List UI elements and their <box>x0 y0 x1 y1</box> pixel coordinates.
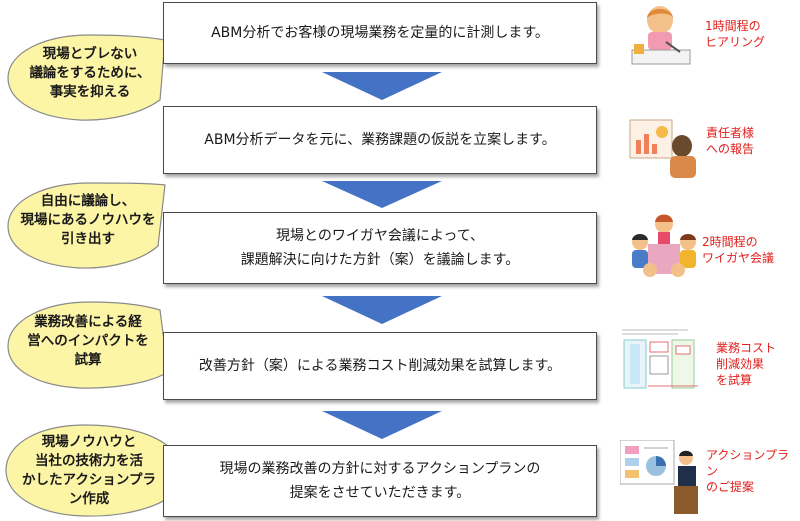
step-text: ABM分析データを元に、業務課題の仮説を立案します。 <box>204 132 556 148</box>
arrow-shape <box>322 296 442 324</box>
step-text: 現場とのワイガヤ会議によって、 <box>275 228 485 244</box>
down-arrow-2 <box>322 181 442 208</box>
bubble-line: 現場とブレない <box>42 46 138 62</box>
side-label-1: 1時間程の ヒアリング <box>705 18 765 50</box>
step-text: 改善方針（案）による業務コスト削減効果を試算します。 <box>198 358 562 374</box>
arrow-shape <box>322 411 442 439</box>
bubble-text-2: 自由に議論し、 現場にあるノウハウを 引き出す <box>18 192 158 249</box>
bubble-line: 事実を抑える <box>49 84 131 100</box>
bubble-line: かしたアクションプラ <box>22 472 156 488</box>
down-arrow-4 <box>322 411 442 439</box>
side-label-5: アクションプラン のご提案 <box>706 447 800 495</box>
side-label-line: ヒアリング <box>705 35 766 49</box>
side-label-2: 責任者様 への報告 <box>706 125 754 157</box>
speech-bubble-1 <box>7 34 166 121</box>
bubble-line: 議論をするために、 <box>29 65 151 81</box>
bubble-text-1: 現場とブレない 議論をするために、 事実を抑える <box>20 45 160 102</box>
arrow-shape <box>322 72 442 100</box>
down-arrow-3 <box>322 296 442 324</box>
bubble-line: ン作成 <box>68 491 110 507</box>
down-arrow-1 <box>322 72 442 100</box>
side-label-line: アクションプラン <box>706 448 790 478</box>
side-label-line: 責任者様 <box>706 126 755 140</box>
bubble-line: 引き出す <box>61 231 115 247</box>
side-label-line: 1時間程の <box>705 19 761 33</box>
bubble-text-4: 現場ノウハウと 当社の技術力を活 かしたアクションプラ ン作成 <box>14 433 164 509</box>
report-meeting-illustration <box>629 119 696 178</box>
speech-bubble-2 <box>7 182 166 269</box>
bubble-text-3: 業務改善による経 営へのインパクトを 試算 <box>18 313 158 370</box>
group-meeting-illustration <box>632 214 696 277</box>
step-text: 課題解決に向けた方針（案）を議論します。 <box>240 252 520 268</box>
arrow-shape <box>322 181 442 208</box>
step-box-5: 現場の業務改善の方針に対するアクションプランの 提案をさせていただきます。 <box>163 445 597 517</box>
bubble-line: 営へのインパクトを <box>27 333 149 349</box>
side-label-3: 2時間程の ワイガヤ会議 <box>702 234 774 266</box>
bubble-line: 現場にあるノウハウを <box>20 212 156 228</box>
speech-bubble-3 <box>7 301 169 389</box>
cost-document-illustration <box>618 326 708 396</box>
speech-bubble-4 <box>5 424 173 517</box>
bubble-line: 当社の技術力を活 <box>35 453 143 469</box>
step-text: 現場の業務改善の方針に対するアクションプランの <box>219 461 541 477</box>
presentation-illustration <box>620 440 698 514</box>
side-label-line: を試算 <box>716 373 753 387</box>
side-label-line: 2時間程の <box>702 235 758 249</box>
step-box-1: ABM分析でお客様の現場業務を定量的に計測します。 <box>163 2 597 64</box>
side-label-line: のご提案 <box>706 480 755 494</box>
side-label-line: ワイガヤ会議 <box>702 251 775 265</box>
side-label-line: 削減効果 <box>716 357 765 371</box>
bubble-line: 現場ノウハウと <box>41 434 137 450</box>
step-box-2: ABM分析データを元に、業務課題の仮説を立案します。 <box>163 106 597 174</box>
bubble-line: 自由に議論し、 <box>40 193 136 209</box>
side-label-line: への報告 <box>706 142 755 156</box>
bubble-line: 業務改善による経 <box>34 314 142 330</box>
side-label-4: 業務コスト 削減効果 を試算 <box>716 340 776 388</box>
step-box-3: 現場とのワイガヤ会議によって、 課題解決に向けた方針（案）を議論します。 <box>163 212 597 284</box>
bubble-line: 試算 <box>74 352 102 368</box>
step-text: 提案をさせていただきます。 <box>289 485 471 501</box>
side-label-line: 業務コスト <box>716 341 777 355</box>
step-text: ABM分析でお客様の現場業務を定量的に計測します。 <box>211 25 549 41</box>
step-box-4: 改善方針（案）による業務コスト削減効果を試算します。 <box>163 332 597 400</box>
hearing-woman-illustration <box>631 6 691 65</box>
